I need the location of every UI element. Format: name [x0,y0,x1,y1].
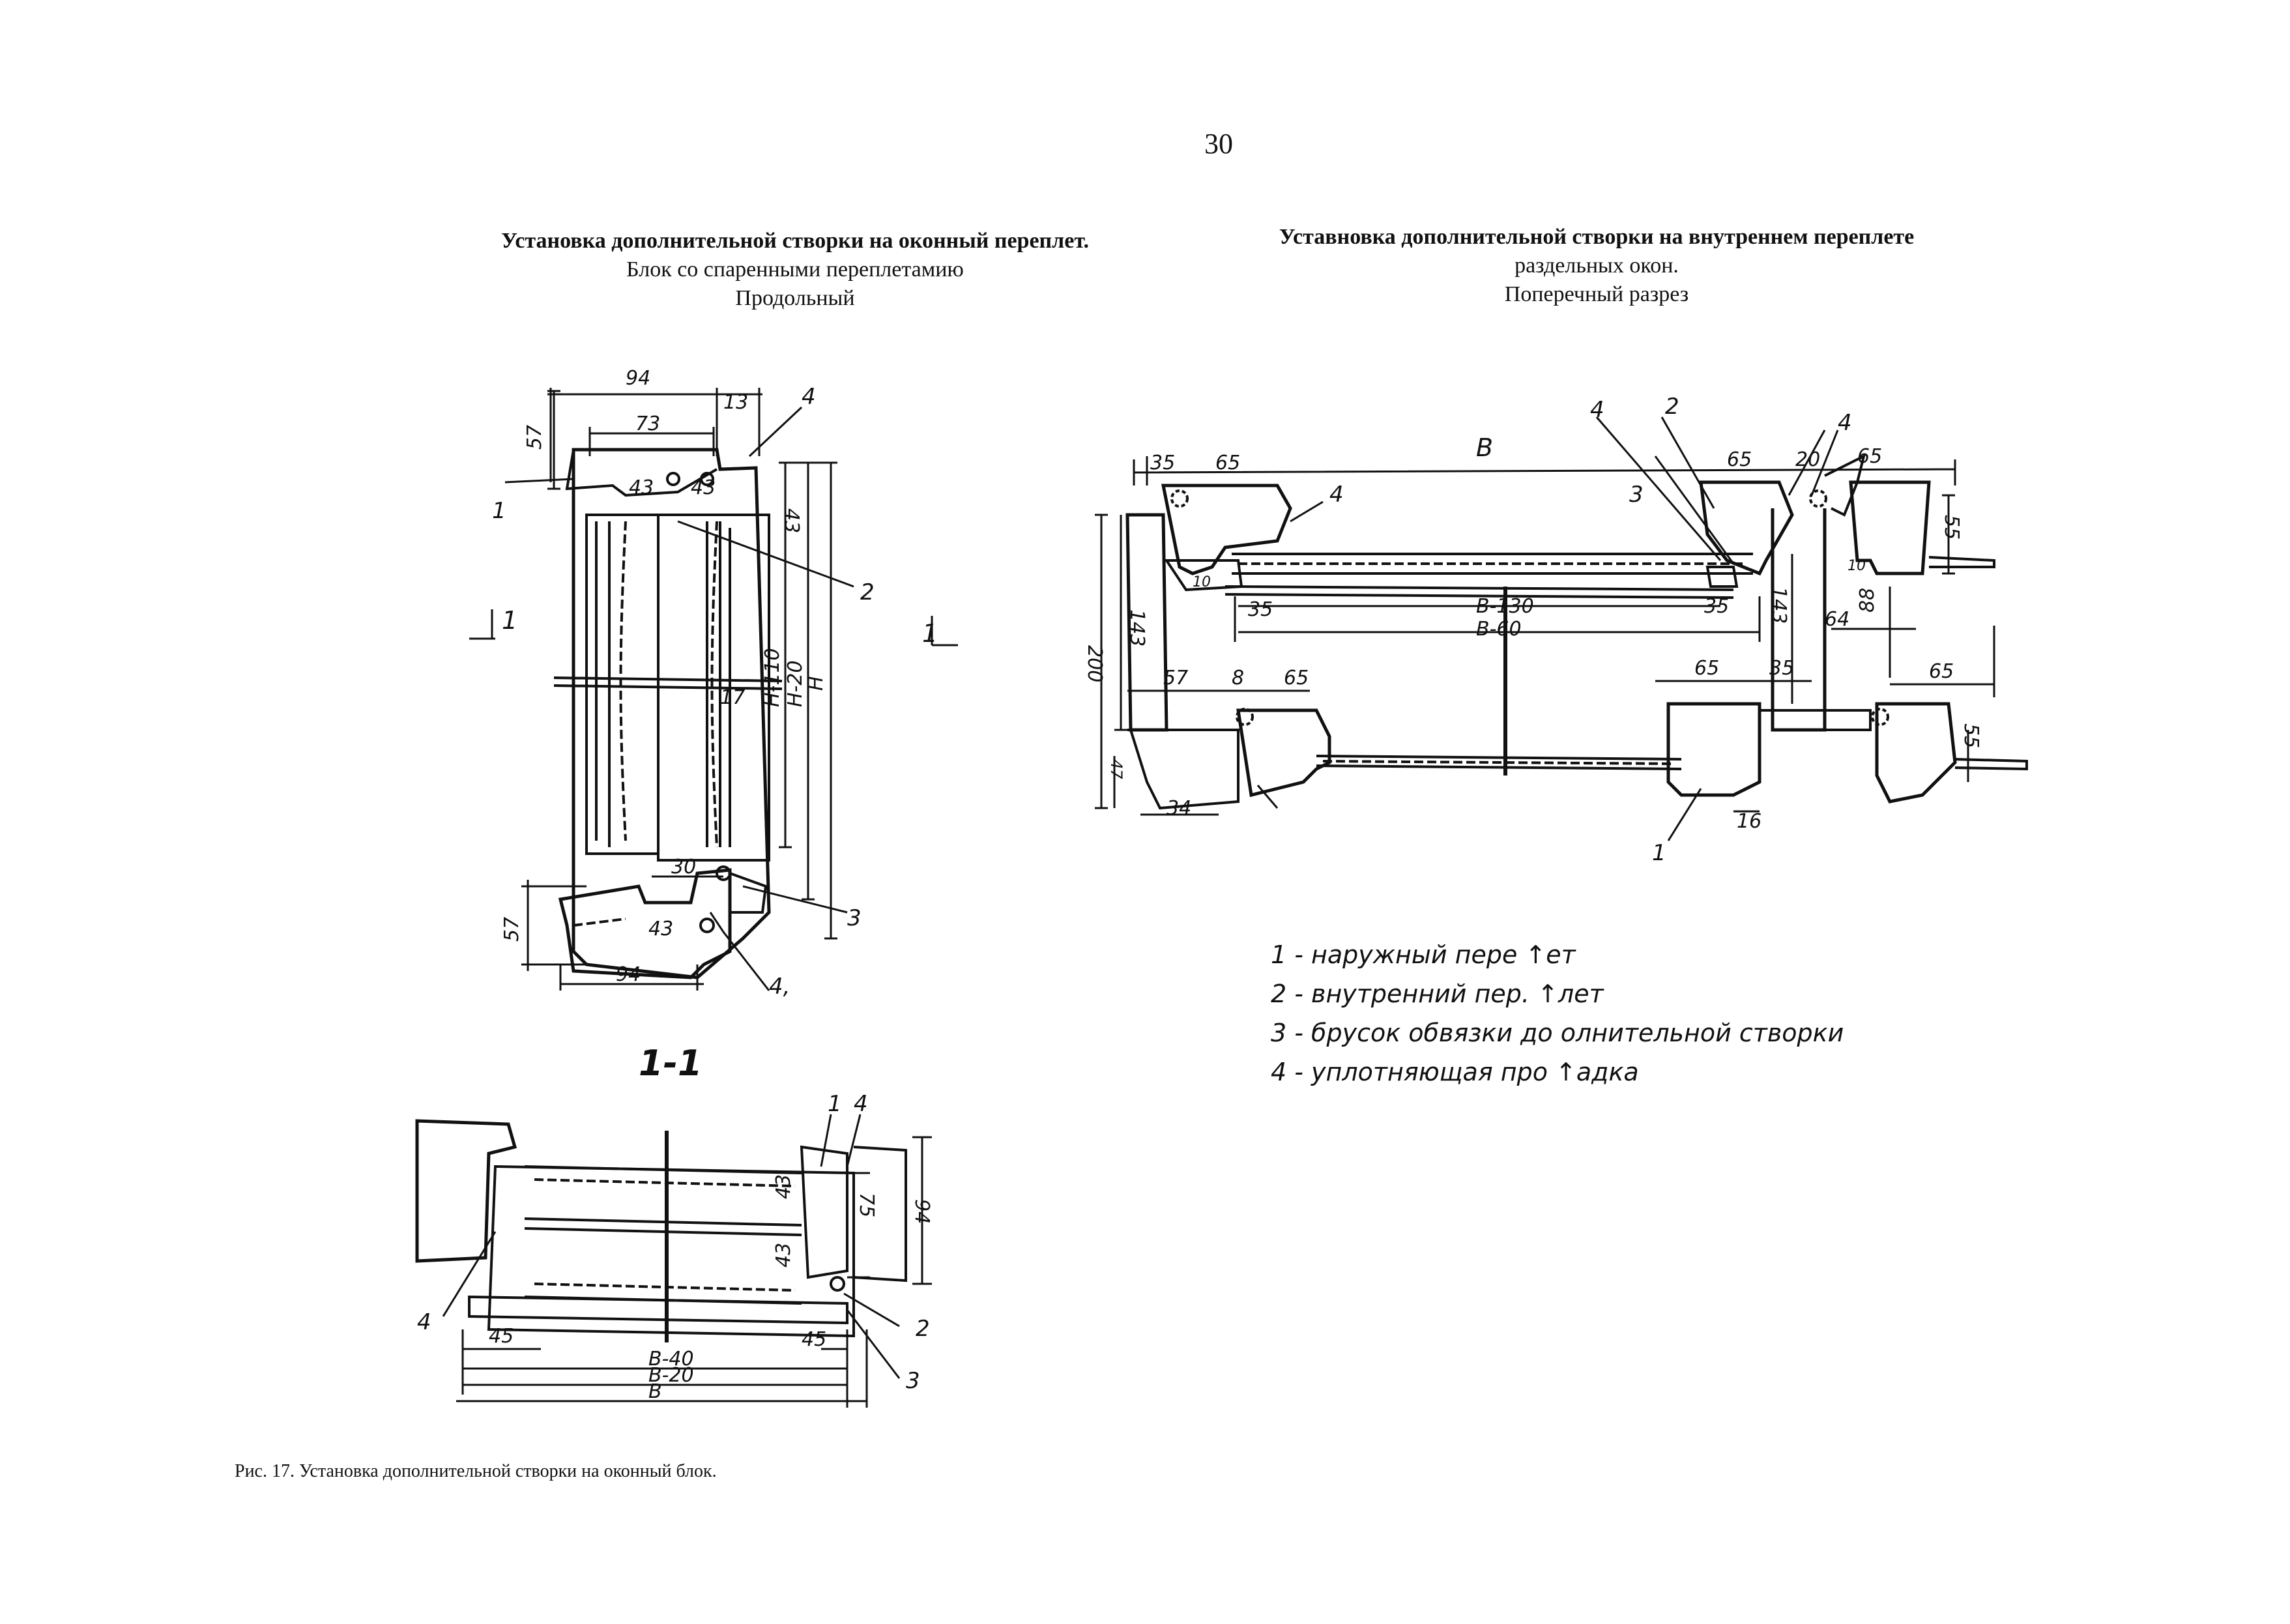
section-dim-b: В [648,1380,662,1403]
cross-callout-4-c: 4 [1329,482,1344,508]
cross-dim-b-60: В-60 [1476,618,1522,641]
section-dim-b-40: В-40 [648,1348,694,1370]
cross-section-drawing [1125,454,2028,810]
cross-dim-55-b: 55 [1960,723,1982,748]
left-title-line-2: Блок со спаренными переплетамию [626,257,964,282]
section-dim-94: 94 [910,1199,933,1224]
left-title-line-1: Установка дополнительной створки на окон… [501,229,1089,253]
dim-h: H [805,676,828,691]
figure-caption: Рис. 17. Установка дополнительной створк… [235,1461,717,1481]
dim-43-c: 43 [780,508,803,533]
callout-4-bottom: 4, [769,974,790,1000]
cross-dim-47: 47 [1107,759,1125,779]
cross-dim-35-d: 35 [1769,657,1794,680]
longitudinal-view-drawing [553,448,783,979]
cross-dim-8: 8 [1232,667,1244,689]
dim-30: 30 [671,856,696,878]
right-title-line-1: Уставновка дополнительной створки на вну… [1279,225,1915,249]
cross-dim-65-d: 65 [1284,667,1309,689]
section-1-1-drawing [415,1119,907,1342]
cross-dim-35-b: 35 [1248,598,1273,621]
right-figure-title: Уставновка дополнительной створки на вну… [1173,223,2020,309]
cross-dim-10-a: 10 [1848,558,1866,574]
cross-dim-65-e: 65 [1694,657,1719,680]
cross-dim-b-130: В-130 [1476,595,1534,618]
section-dim-45-a: 45 [489,1325,514,1348]
cross-dim-88: 88 [1856,588,1879,613]
cross-dim-35-a: 35 [1150,452,1175,474]
cross-dim-200: 200 [1083,645,1106,682]
cross-dim-57: 57 [1163,667,1188,689]
dim-17: 17 [720,686,745,709]
section-dim-45-b: 45 [802,1328,826,1351]
cross-dim-34: 34 [1167,797,1191,820]
legend: 1 - наружный пере ↑ет 2 - внутренний пер… [1271,935,1844,1092]
cross-section-dimensions [1095,416,1995,841]
callout-3: 3 [847,905,862,931]
dim-43-b: 43 [691,476,716,499]
cross-dim-64: 64 [1825,608,1849,631]
dim-94-top: 94 [626,367,650,390]
cross-dim-10-b: 10 [1193,574,1211,590]
dim-13: 13 [723,391,748,414]
dim-43-a: 43 [629,476,654,499]
right-title-line-3: Поперечный разрез [1504,282,1689,306]
section-callout-2: 2 [916,1316,930,1342]
section-callout-4-top: 4 [854,1091,868,1117]
section-callout-3: 3 [906,1368,920,1394]
cross-callout-4-b: 4 [1838,410,1852,436]
cross-callout-3: 3 [1629,482,1644,508]
cross-dim-35-c: 35 [1704,595,1729,618]
section-dim-43-a: 43 [772,1174,795,1199]
section-dim-b-20: В-20 [648,1364,694,1387]
cross-dim-65-f: 65 [1929,660,1954,683]
dim-h-110: H-110 [761,648,784,707]
section-cut-right: 1 [922,619,938,648]
dim-57-top: 57 [523,425,546,450]
section-dim-43-b: 43 [772,1243,795,1268]
dim-43-bottom: 43 [648,918,673,940]
section-callout-4-left: 4 [417,1309,431,1335]
callout-1: 1 [492,498,506,524]
legend-item-4: 4 - уплотняющая про ↑адка [1271,1058,1639,1086]
cross-dim-b: В [1476,433,1493,462]
section-callout-1: 1 [828,1091,842,1117]
callout-4: 4 [802,384,816,410]
dim-94-bottom: 94 [616,963,641,986]
cross-callout-1: 1 [1652,840,1666,866]
cross-dim-65-c: 65 [1857,445,1882,468]
dim-h-20: H-20 [784,660,807,707]
dim-57-bottom: 57 [500,917,523,942]
callout-2: 2 [860,579,875,605]
legend-item-3: 3 - брусок обвязки до олнительной створк… [1271,1019,1844,1047]
cross-dim-143-a: 143 [1125,609,1148,646]
section-1-1-label: 1-1 [639,1043,703,1084]
cross-callout-2: 2 [1665,394,1679,420]
cross-dim-16: 16 [1737,810,1761,833]
left-figure-title: Установка дополнительной створки на окон… [404,227,1186,313]
section-1-1-dimensions [442,1114,932,1408]
cross-dim-65-a: 65 [1215,452,1240,474]
longitudinal-view-dimensions [469,388,958,991]
section-dim-75: 75 [855,1193,878,1217]
legend-item-2: 2 - внутренний пер. ↑лет [1271,979,1604,1008]
page-number: 30 [1204,128,1233,160]
legend-item-1: 1 - наружный пере ↑ет [1271,940,1576,969]
left-title-line-3: Продольный [735,286,855,310]
cross-dim-143-b: 143 [1767,587,1790,624]
cross-dim-55-a: 55 [1940,515,1963,540]
cross-dim-65-b: 65 [1727,448,1752,471]
section-cut-left: 1 [502,606,517,635]
right-title-line-2: раздельных окон. [1515,254,1679,278]
cross-dim-20: 20 [1795,448,1820,471]
cross-callout-4-a: 4 [1590,397,1604,423]
dim-73: 73 [635,413,660,435]
